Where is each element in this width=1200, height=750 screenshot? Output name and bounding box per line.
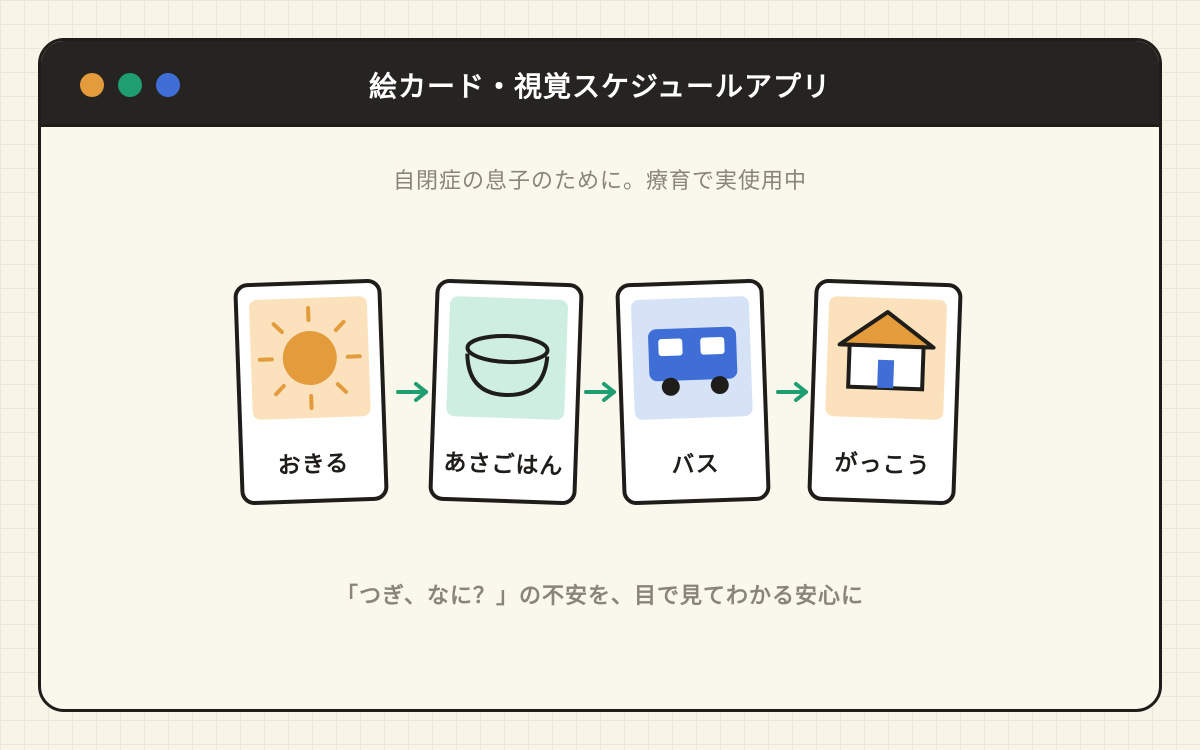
card-picture (825, 295, 948, 421)
app-window: 絵カード・視覚スケジュールアプリ 自閉症の息子のために。療育で実使用中 おきる (38, 38, 1162, 712)
card-label: がっこう (834, 450, 931, 480)
arrow-right-icon (584, 382, 616, 402)
schedule-card-breakfast[interactable]: あさごはん (428, 278, 584, 506)
sun-icon (257, 306, 362, 410)
title-bar: 絵カード・視覚スケジュールアプリ (41, 41, 1159, 127)
card-label: おきる (277, 450, 350, 480)
app-title: 絵カード・視覚スケジュールアプリ (368, 70, 832, 103)
card-picture (446, 295, 569, 421)
arrow-right-icon (776, 382, 808, 402)
window-dot-green[interactable] (118, 73, 142, 97)
schedule-card-bus[interactable]: バス (615, 278, 771, 506)
house-icon (837, 310, 936, 392)
window-dot-orange[interactable] (80, 73, 104, 97)
bus-icon (648, 326, 738, 396)
rice-bowl-icon (465, 333, 550, 398)
caption: 「つぎ、なに？」の不安を、目で見てわかる安心に (336, 584, 864, 609)
card-label: バス (671, 451, 720, 479)
arrow-right-icon (396, 382, 428, 402)
subtitle: 自閉症の息子のために。療育で実使用中 (392, 169, 807, 194)
window-dot-blue[interactable] (156, 73, 180, 97)
card-picture (630, 295, 753, 421)
schedule-card-wake-up[interactable]: おきる (233, 278, 389, 506)
card-label: あさごはん (443, 449, 564, 481)
card-picture (248, 295, 371, 421)
schedule-card-school[interactable]: がっこう (807, 278, 963, 506)
